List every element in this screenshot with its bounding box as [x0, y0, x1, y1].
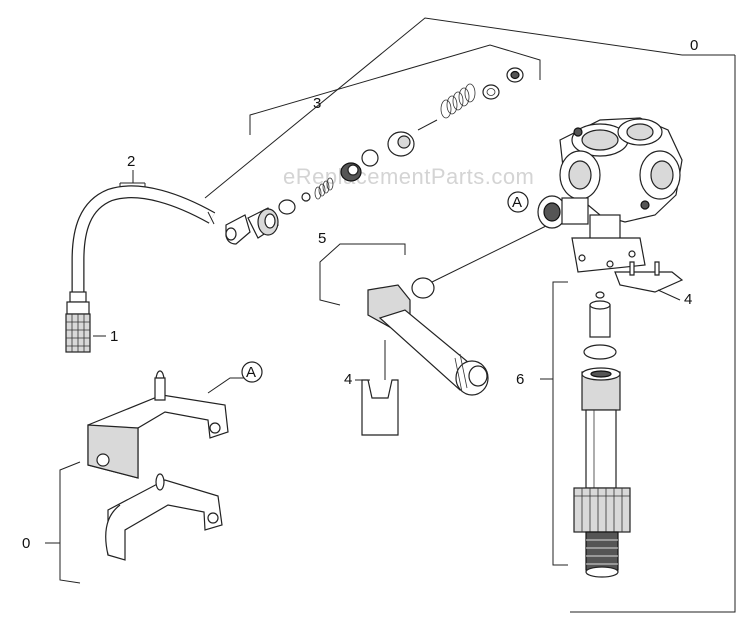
callout-6-bracket: [540, 281, 568, 566]
outlet-pipe-part: [367, 277, 489, 396]
watermark-text: eReplacementParts.com: [283, 164, 534, 189]
callout-1: 1: [110, 328, 118, 345]
filter-part: [65, 291, 106, 353]
callout-5: 5: [318, 230, 326, 247]
clip-part-mid: [355, 340, 399, 436]
callout-4-right: 4: [684, 291, 692, 308]
small-spring-part: [314, 177, 334, 200]
hose-part: [71, 185, 216, 295]
reference-a-bracket: A: [246, 364, 256, 381]
pump-housing-part: [537, 117, 683, 273]
callout-4-mid: 4: [344, 371, 352, 388]
mounting-bracket-lower: [105, 473, 223, 561]
clip-part-right: [614, 261, 684, 301]
reference-a-circle-bracket: [241, 361, 263, 383]
callout-3: 3: [313, 95, 321, 112]
reference-a-pump: A: [512, 194, 522, 211]
callout-0-bottom-bracket: [45, 377, 248, 584]
callout-0-top: 0: [690, 37, 698, 54]
callout-3-bracket: [249, 44, 541, 135]
leader-pump-to-oring: [431, 225, 547, 283]
mounting-bracket-upper: [87, 370, 229, 479]
callout-2: 2: [127, 153, 135, 170]
reference-a-circle-pump: [507, 191, 529, 213]
callout-5-bracket: [319, 243, 406, 306]
spring-part: [440, 83, 476, 119]
callout-6: 6: [516, 371, 524, 388]
valve-parts-chain: [225, 67, 524, 245]
callout-0-bottom: 0: [22, 535, 30, 552]
suction-tube-part: [573, 291, 631, 578]
assembly-bracket-0-top: [204, 17, 736, 613]
